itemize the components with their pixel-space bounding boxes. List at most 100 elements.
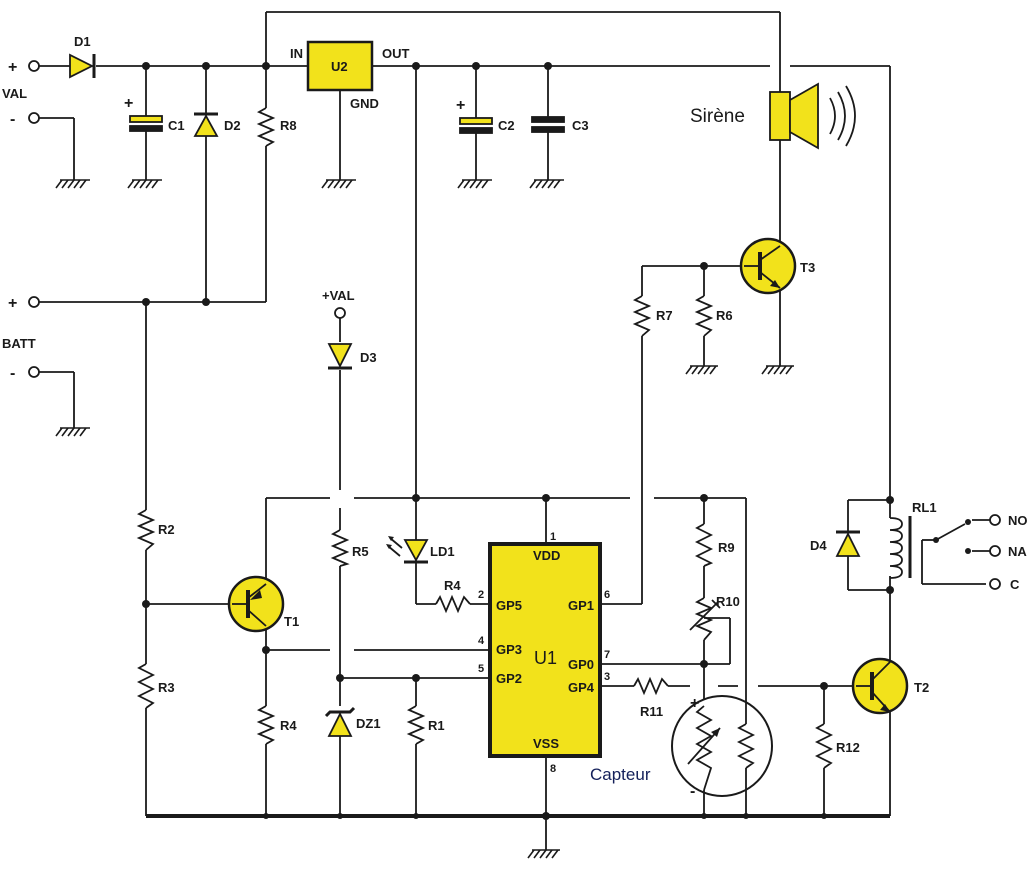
batt-plus-sign: +	[8, 295, 17, 312]
regulator-u2	[306, 40, 374, 92]
resistor-r3	[136, 663, 156, 709]
capteur-label: Capteur	[590, 765, 651, 784]
r12-label: R12	[836, 740, 860, 755]
ground-icon	[457, 179, 492, 189]
ground-icon	[321, 179, 356, 189]
resistor-r2	[136, 509, 156, 551]
batt-minus-terminal	[28, 366, 40, 378]
d3-label: D3	[360, 350, 377, 365]
relay-no-terminal	[989, 514, 1001, 526]
r4-bottom-label: R4	[280, 718, 297, 733]
val-label: VAL	[2, 86, 27, 101]
vss-label: VSS	[533, 736, 559, 751]
pin3-label: 3	[604, 671, 610, 683]
resistor-r5	[330, 529, 350, 567]
pin8-label: 8	[550, 763, 556, 775]
val-plus-sign: +	[8, 59, 17, 76]
relay-c-terminal	[989, 578, 1001, 590]
sensor-capteur	[671, 695, 773, 797]
ground-icon	[685, 365, 718, 375]
r4-top-label: R4	[444, 578, 461, 593]
val-plus-terminal	[28, 60, 40, 72]
ground-icon	[55, 427, 90, 437]
microcontroller-u1	[488, 542, 602, 758]
pin7-label: 7	[604, 649, 610, 661]
ground-icon	[127, 179, 162, 189]
d1-label: D1	[74, 34, 91, 49]
ground-icon	[527, 849, 560, 859]
relay-rl1	[889, 516, 971, 579]
sirene-label: Sirène	[690, 106, 745, 127]
t1-label: T1	[284, 614, 299, 629]
resistor-r4-top	[435, 594, 471, 614]
u2-in-label: IN	[290, 46, 303, 61]
gp0-label: GP0	[568, 657, 594, 672]
siren-speaker-icon	[769, 82, 856, 150]
u2-gnd-label: GND	[350, 96, 379, 111]
resistor-r1	[406, 705, 426, 745]
pin4-label: 4	[478, 635, 485, 647]
c1-label: C1	[168, 118, 185, 133]
resistor-r7	[632, 295, 652, 337]
zener-dz1	[324, 706, 356, 737]
ground-symbols	[55, 179, 794, 859]
d4-label: D4	[810, 538, 827, 553]
batt-plus-terminal	[28, 296, 40, 308]
rl1-label: RL1	[912, 500, 937, 515]
relay-no-label: NO	[1008, 513, 1028, 528]
plus-val-terminal	[334, 307, 346, 319]
transistor-t3	[739, 237, 797, 295]
d2-label: D2	[224, 118, 241, 133]
relay-na-terminal	[989, 545, 1001, 557]
u2-out-label: OUT	[382, 46, 410, 61]
resistor-r4-bottom	[256, 705, 276, 745]
r5-label: R5	[352, 544, 369, 559]
plus-val-label: +VAL	[322, 288, 355, 303]
val-minus-terminal	[28, 112, 40, 124]
r2-label: R2	[158, 522, 175, 537]
capacitor-c3	[531, 116, 565, 133]
r11-label: R11	[640, 704, 663, 719]
diode-d1	[69, 53, 96, 79]
r1-label: R1	[428, 718, 445, 733]
ground-icon	[761, 365, 794, 375]
r8-label: R8	[280, 118, 297, 133]
gp4-label: GP4	[568, 680, 595, 695]
resistor-r12	[814, 723, 834, 769]
u2-label: U2	[331, 59, 348, 74]
gp2-label: GP2	[496, 671, 522, 686]
c2-label: C2	[498, 118, 515, 133]
gp1-label: GP1	[568, 598, 594, 613]
c2-plus-sign: +	[456, 97, 465, 114]
batt-minus-sign: -	[10, 365, 15, 382]
ground-icon	[529, 179, 564, 189]
resistor-r9	[694, 523, 714, 567]
r10-label: R10	[716, 594, 740, 609]
c1-plus-sign: +	[124, 95, 133, 112]
vdd-label: VDD	[533, 548, 560, 563]
terminals	[28, 60, 1001, 590]
t2-label: T2	[914, 680, 929, 695]
relay-na-label: NA	[1008, 544, 1027, 559]
diode-d2	[193, 112, 219, 137]
ld1-label: LD1	[430, 544, 455, 559]
capacitor-c1	[129, 115, 163, 132]
r3-label: R3	[158, 680, 175, 695]
pin5-label: 5	[478, 663, 484, 675]
gp5-label: GP5	[496, 598, 522, 613]
pin2-label: 2	[478, 589, 484, 601]
sensor-plus-sign: +	[690, 695, 699, 712]
diode-d4	[835, 530, 861, 557]
capacitor-c2	[459, 117, 493, 134]
transistor-t2	[851, 657, 909, 715]
diode-d3	[327, 343, 353, 370]
labels: + - VAL + - BATT D1 + C1 D2 R8 IN OUT U2…	[2, 34, 1028, 800]
u1-label: U1	[534, 648, 557, 668]
junctions	[142, 62, 894, 820]
r7-label: R7	[656, 308, 673, 323]
batt-label: BATT	[2, 336, 36, 351]
c3-label: C3	[572, 118, 589, 133]
ground-icon	[55, 179, 90, 189]
pin1-label: 1	[550, 531, 556, 543]
